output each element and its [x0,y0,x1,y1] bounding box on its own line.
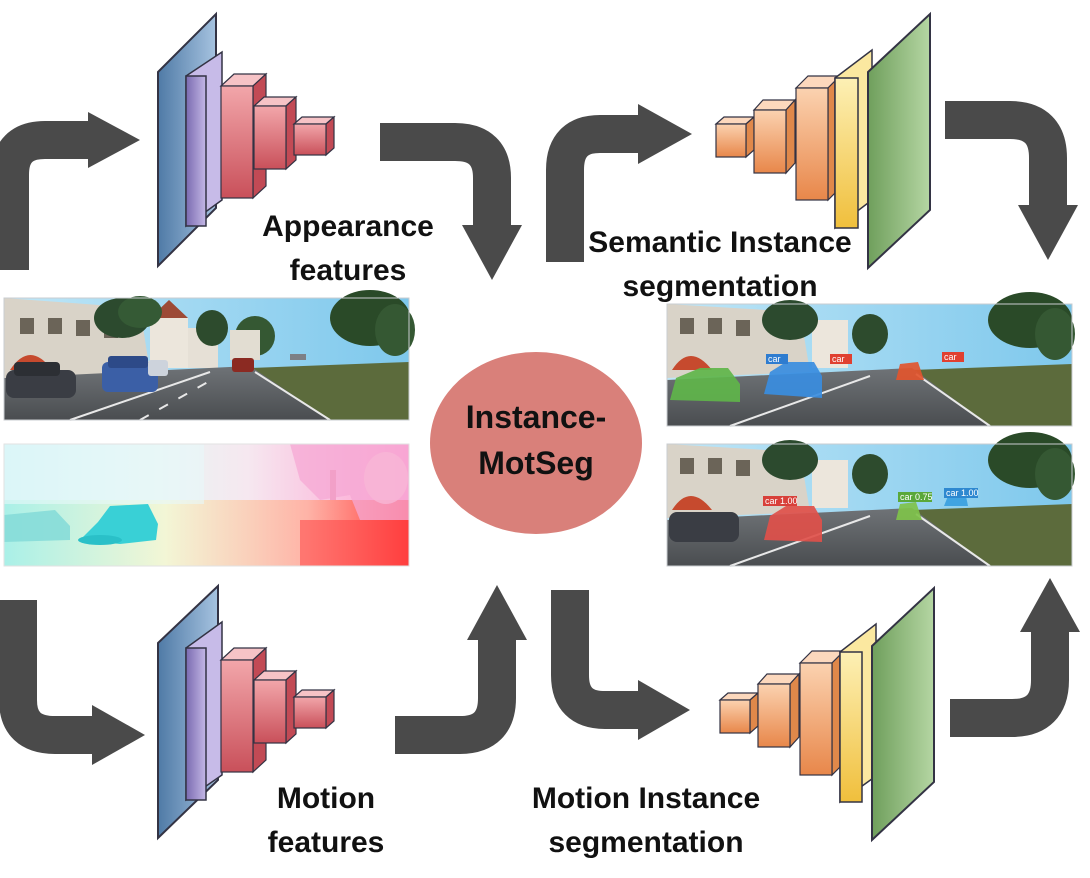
motion-encoder [157,583,336,841]
motion-tag-1: car 1.00 [765,496,798,506]
arrow-top-right [945,101,1078,260]
motion-output-image: car 1.00 car 0.75 car 1.00 [666,432,1075,567]
appearance-encoder [157,11,336,269]
motion-instance-decoder [718,585,935,843]
motion-instance-label-line2: segmentation [548,826,743,859]
motion-label-line2: features [268,826,385,859]
arrow-top-left [0,112,140,270]
input-rgb-image [3,290,415,421]
optical-flow-image [3,443,410,567]
semantic-tag-1: car [768,354,781,364]
center-module: Instance- MotSeg [430,352,642,534]
appearance-label-line1: Appearance [262,210,434,243]
arrow-bottom-center-right [551,590,690,740]
motion-label-line1: Motion [277,782,375,815]
semantic-output-image: car car car [666,292,1075,427]
motion-tag-3: car 1.00 [946,488,979,498]
semantic-tag-3: car [944,352,957,362]
arrows [0,101,1080,765]
arrow-bottom-middle [395,585,527,754]
center-label-line2: MotSeg [478,445,594,481]
center-label-line1: Instance- [466,399,606,435]
appearance-label-line2: features [290,254,407,287]
motion-tag-2: car 0.75 [900,492,933,502]
arrow-top-middle [380,123,522,280]
semantic-label-line2: segmentation [622,270,817,303]
arrow-bottom-left [0,600,145,765]
motion-instance-label-line1: Motion Instance [532,782,760,815]
semantic-decoder [714,11,931,271]
arrow-top-center-right [546,104,692,262]
arrow-bottom-right [950,578,1080,737]
semantic-tag-2: car [832,354,845,364]
semantic-label-line1: Semantic Instance [588,226,851,259]
center-circle [430,352,642,534]
